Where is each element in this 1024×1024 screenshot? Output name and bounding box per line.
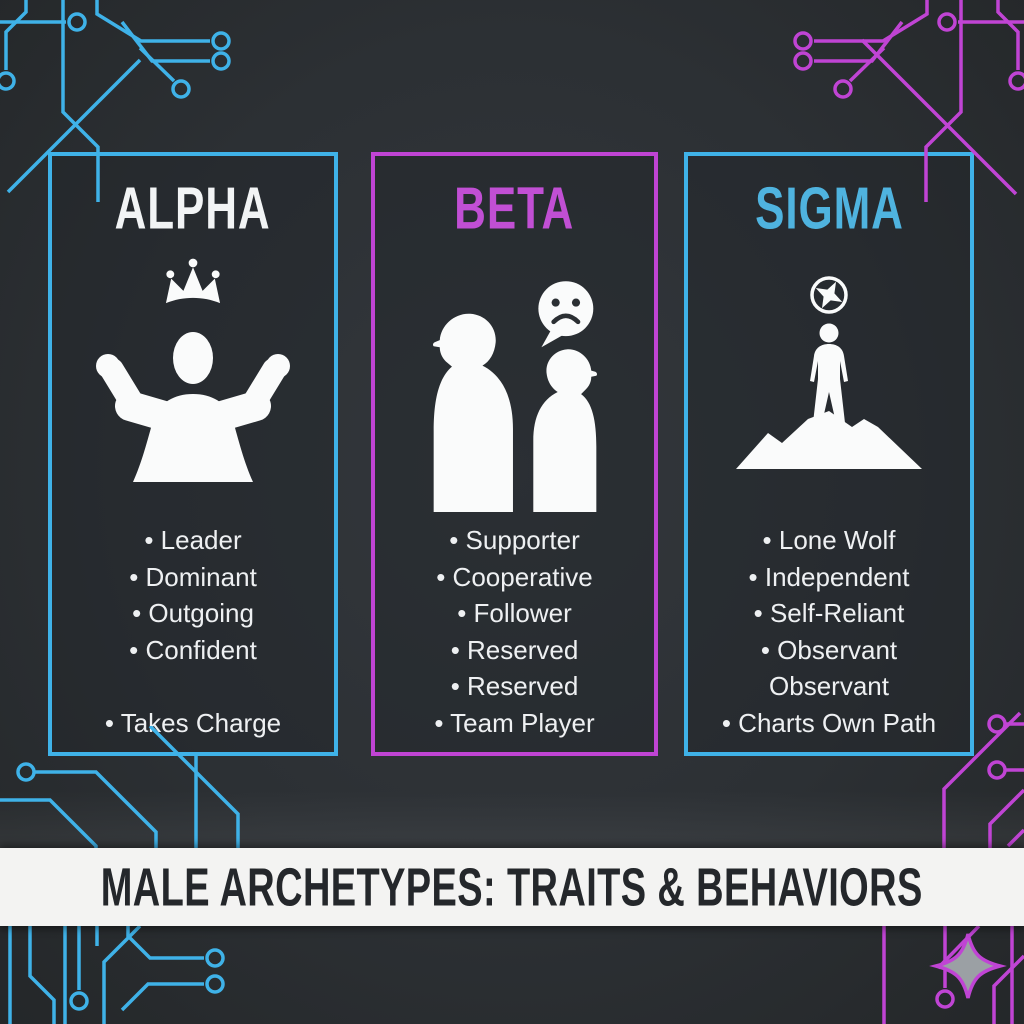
- alpha-icon-area: [52, 252, 334, 514]
- trait-item: • Charts Own Path: [721, 707, 937, 738]
- sigma-traits-list: • Lone Wolf • Independent • Self-Reliant…: [688, 522, 970, 741]
- trait-item: • Outgoing: [132, 598, 254, 628]
- beta-traits-list: • Supporter • Cooperative • Follower • R…: [375, 522, 654, 741]
- card-title-beta: BETA: [454, 175, 575, 242]
- man-on-mountain-icon: [736, 276, 922, 469]
- standing-man-silhouette: [810, 323, 848, 423]
- banner-glow: [0, 790, 1024, 848]
- trait-item: • Team Player: [434, 707, 595, 738]
- trait-item: • Lone Wolf: [762, 525, 896, 555]
- trait-item: • Observant: [760, 634, 898, 665]
- circuit-decoration-bottom-right-lower-icon: [882, 926, 1024, 1024]
- two-profile-silhouettes-icon: [432, 281, 597, 512]
- trait-item: • Cooperative: [436, 561, 593, 592]
- trait-item: • Supporter: [449, 525, 580, 555]
- archetype-card-sigma: SIGMA • Lone Wolf • Independent • Self-R…: [684, 152, 974, 756]
- card-title-alpha: ALPHA: [115, 175, 271, 242]
- trait-item: • Reserved: [450, 671, 579, 701]
- trait-item: • Self-Reliant: [753, 598, 905, 628]
- card-title-sigma: SIGMA: [754, 175, 904, 242]
- small-profile-silhouette: [532, 349, 597, 512]
- archetype-card-beta: BETA • Supporter • Cooperative • Followe…: [371, 152, 658, 756]
- trait-item: • Confident: [129, 634, 257, 665]
- circuit-decoration-bottom-left-lower-icon: [8, 926, 225, 1024]
- trait-item: [52, 668, 334, 705]
- large-profile-silhouette: [432, 313, 513, 512]
- trait-item: • Leader: [144, 525, 242, 555]
- sigma-icon-area: [688, 266, 970, 516]
- trait-item: Observant: [769, 671, 889, 701]
- trait-item: • Dominant: [129, 561, 257, 592]
- banner-title: MALE ARCHETYPES: TRAITS & BEHAVIORS: [101, 856, 923, 918]
- flexing-man-icon: [96, 332, 290, 482]
- sparkle-icon: [929, 933, 1007, 999]
- alpha-traits-list: • Leader • Dominant • Outgoing • Confide…: [52, 522, 334, 741]
- trait-item: • Follower: [457, 598, 572, 628]
- sad-speech-bubble-icon: [537, 281, 593, 348]
- footer-banner: MALE ARCHETYPES: TRAITS & BEHAVIORS: [0, 848, 1024, 926]
- compass-icon: [810, 276, 848, 314]
- trait-item: • Independent: [748, 561, 910, 592]
- mountain-shape: [736, 411, 922, 469]
- trait-item: • Takes Charge: [104, 707, 282, 738]
- trait-item: • Reserved: [450, 634, 579, 665]
- beta-icon-area: [375, 268, 654, 530]
- archetype-card-alpha: ALPHA • Leader • Dominant: [48, 152, 338, 756]
- crown-icon: [165, 258, 221, 304]
